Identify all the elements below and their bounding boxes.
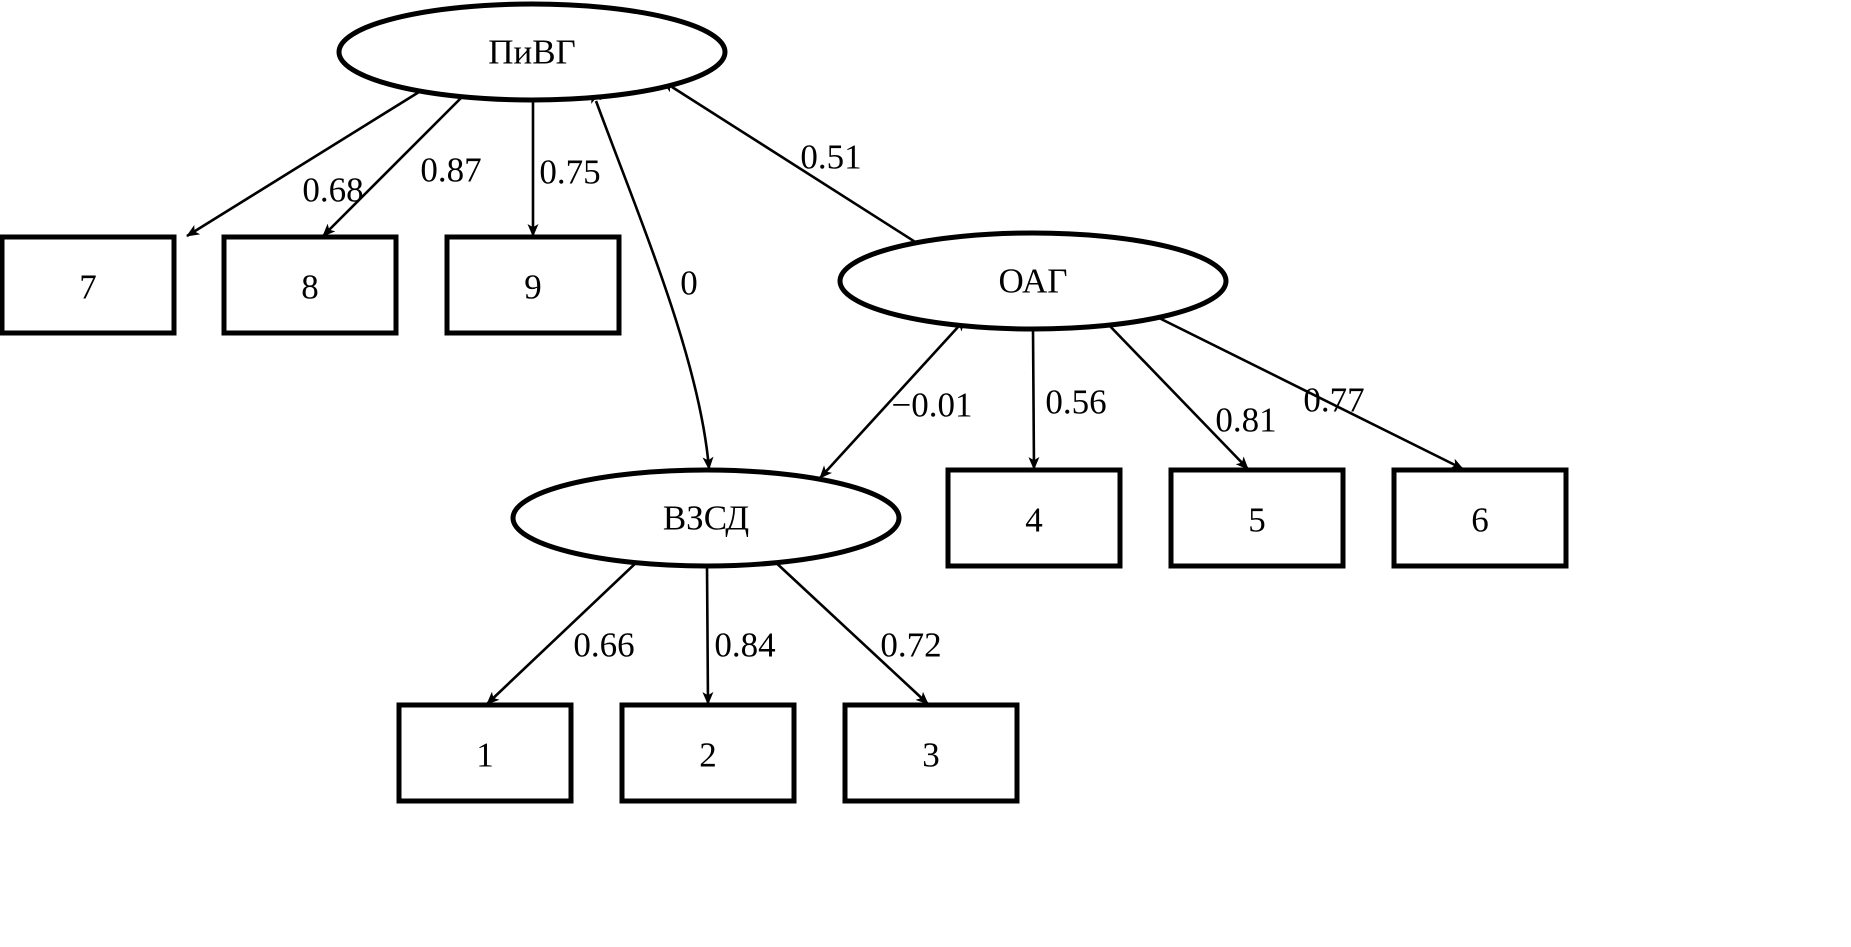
observed-label-5: 5 (1248, 501, 1266, 540)
observed-box-8[interactable] (221, 234, 399, 336)
observed-box-2[interactable] (619, 702, 797, 804)
edge-label-vzsd-to-2: 0.84 (714, 626, 775, 665)
edge-oag-to-5 (1105, 321, 1249, 470)
observed-box-5[interactable] (1168, 467, 1346, 569)
observed-label-6: 6 (1471, 501, 1489, 540)
observed-node-8[interactable]: 8 (221, 234, 399, 336)
latent-ellipse-pivg[interactable] (336, 1, 728, 103)
observed-node-3[interactable]: 3 (842, 702, 1020, 804)
latent-node-pivg[interactable]: ПиВГ (336, 1, 728, 103)
observed-node-1[interactable]: 1 (396, 702, 574, 804)
edge-label-oag-to-6: 0.77 (1303, 381, 1364, 420)
edge-oag-to-vzsd (819, 318, 967, 479)
latent-node-oag[interactable]: ОАГ (837, 230, 1229, 332)
observed-label-4: 4 (1025, 501, 1043, 540)
edge-label-oag-to-vzsd: −0.01 (892, 386, 973, 425)
edge-label-oag-to-5: 0.81 (1215, 401, 1276, 440)
edge-label-vzsd-to-1: 0.66 (573, 626, 634, 665)
latent-ellipse-oag[interactable] (837, 230, 1229, 332)
edge-label-vzsd-to-3: 0.72 (880, 626, 941, 665)
observed-node-9[interactable]: 9 (444, 234, 622, 336)
edge-vzsd-to-1 (486, 558, 641, 705)
observed-label-9: 9 (524, 268, 542, 307)
latent-node-vzsd[interactable]: ВЗСД (510, 467, 902, 569)
latent-ellipse-vzsd[interactable] (510, 467, 902, 569)
edge-pivg-to-oag (661, 80, 943, 261)
edge-vzsd-to-3 (771, 558, 929, 705)
edge-label-vzsd-to-pivg: 0 (680, 264, 698, 303)
observed-node-2[interactable]: 2 (619, 702, 797, 804)
edge-label-pivg-to-8: 0.87 (420, 151, 481, 190)
edge-label-pivg-to-7: 0.68 (302, 171, 363, 210)
observed-box-9[interactable] (444, 234, 622, 336)
latent-label-pivg: ПиВГ (488, 33, 576, 72)
observed-node-6[interactable]: 6 (1391, 467, 1569, 569)
observed-box-3[interactable] (842, 702, 1020, 804)
observed-label-2: 2 (699, 736, 717, 775)
observed-label-1: 1 (476, 736, 494, 775)
edge-vzsd-to-pivg (591, 89, 714, 470)
observed-box-4[interactable] (945, 467, 1123, 569)
observed-label-8: 8 (301, 268, 319, 307)
edge-oag-to-6 (1144, 309, 1464, 471)
observed-box-6[interactable] (1391, 467, 1569, 569)
edge-pivg-to-8 (322, 96, 463, 237)
observed-node-7[interactable]: 7 (0, 234, 177, 336)
observed-box-7[interactable] (0, 234, 177, 336)
latent-label-vzsd: ВЗСД (663, 499, 749, 538)
observed-label-7: 7 (79, 268, 97, 307)
observed-label-3: 3 (922, 736, 940, 775)
observed-box-1[interactable] (396, 702, 574, 804)
edge-pivg-to-7 (186, 90, 420, 238)
observed-node-4[interactable]: 4 (945, 467, 1123, 569)
edge-vzsd-to-2 (702, 565, 714, 705)
observed-node-5[interactable]: 5 (1168, 467, 1346, 569)
edge-label-oag-to-4: 0.56 (1045, 383, 1106, 422)
edge-oag-to-4 (1028, 328, 1040, 470)
edge-label-pivg-to-oag: 0.51 (800, 138, 861, 177)
latent-label-oag: ОАГ (998, 262, 1067, 301)
edge-label-pivg-to-9: 0.75 (539, 153, 600, 192)
